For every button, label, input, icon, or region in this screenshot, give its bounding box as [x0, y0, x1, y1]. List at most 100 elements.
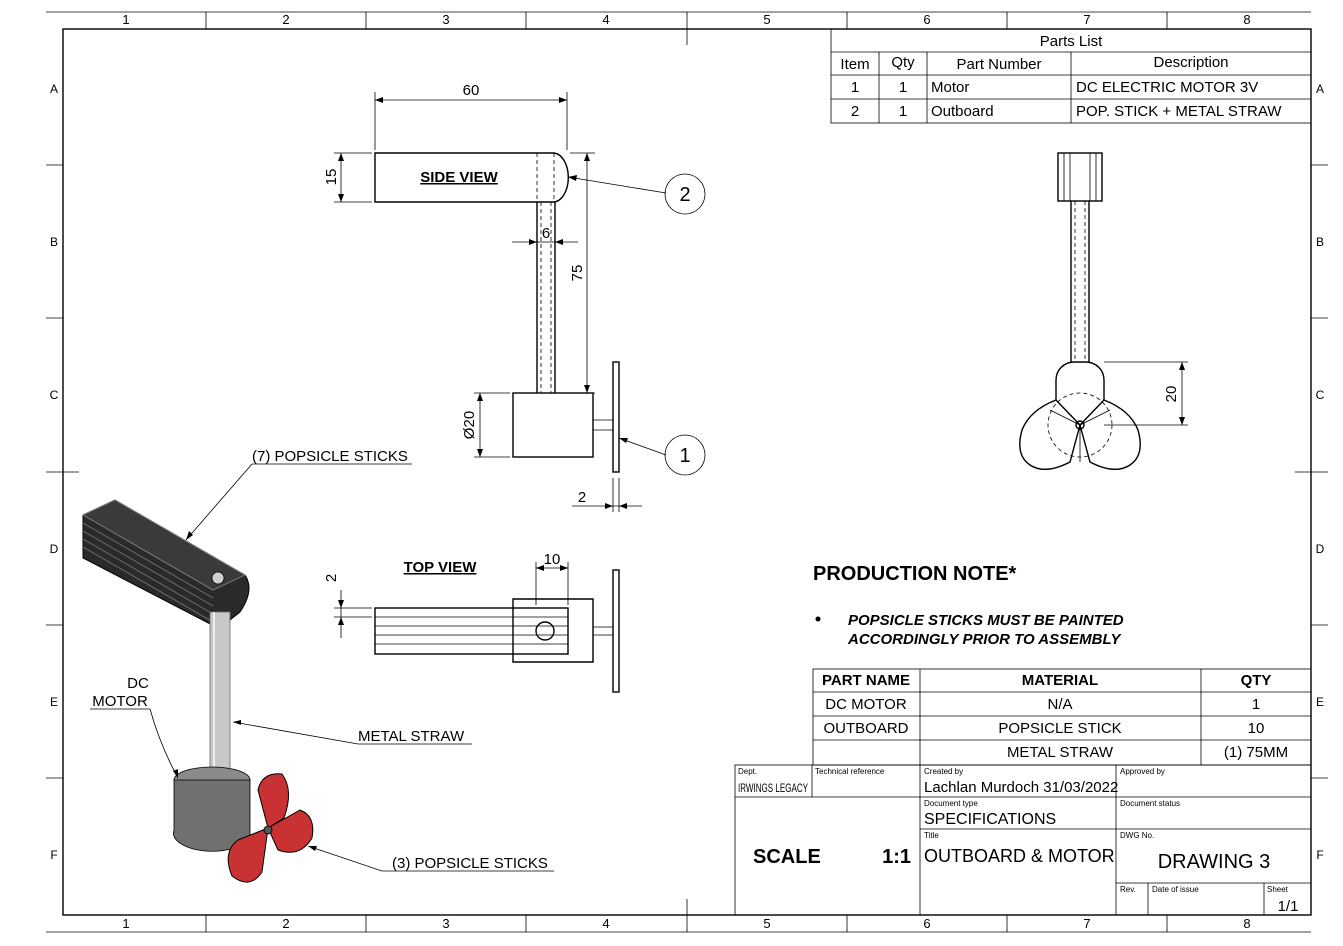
note-title: PRODUCTION NOTE*	[813, 563, 1017, 585]
col-label: 5	[763, 916, 770, 931]
materials-cell: POPSICLE STICK	[998, 720, 1121, 737]
tb-label: Approved by	[1120, 767, 1165, 776]
tb-dwgno: DRAWING 3	[1158, 851, 1271, 873]
front-view: 20	[1019, 152, 1188, 470]
row-label: F	[50, 848, 57, 862]
parts-header: Part Number	[956, 56, 1041, 73]
parts-cell: Outboard	[931, 103, 994, 120]
materials-cell: OUTBOARD	[823, 720, 908, 737]
materials-header: QTY	[1241, 672, 1272, 689]
tb-label: Sheet	[1267, 885, 1289, 894]
tb-sheet: 1/1	[1278, 898, 1299, 915]
col-label: 1	[122, 916, 129, 931]
materials-cell: (1) 75MM	[1224, 744, 1288, 761]
col-label: 6	[923, 916, 930, 931]
balloon-2: 2	[679, 184, 690, 206]
tb-label: DWG No.	[1120, 831, 1154, 840]
parts-header: Description	[1153, 54, 1228, 71]
dim-motor: Ø20	[461, 411, 478, 439]
note-line: POPSICLE STICKS MUST BE PAINTED	[848, 612, 1124, 629]
tb-label: Dept.	[738, 767, 757, 776]
parts-list-title: Parts List	[1040, 33, 1103, 50]
materials-header: MATERIAL	[1022, 672, 1098, 689]
col-label: 3	[442, 12, 449, 27]
col-label: 8	[1243, 916, 1250, 931]
col-label: 7	[1083, 12, 1090, 27]
dim-gap: 2	[578, 489, 586, 506]
col-label: 1	[122, 12, 129, 27]
tb-label: Created by	[924, 767, 963, 776]
label-straw: METAL STRAW	[358, 728, 465, 745]
title-block: Dept. IRWINGS LEGACY Technical reference…	[734, 764, 1312, 916]
row-label: D	[1316, 542, 1325, 556]
tb-created: Lachlan Murdoch 31/03/2022	[924, 779, 1118, 796]
col-label: 2	[282, 916, 289, 931]
parts-cell: DC ELECTRIC MOTOR 3V	[1076, 79, 1258, 96]
row-label: F	[1316, 848, 1323, 862]
top-view-title: TOP VIEW	[404, 559, 478, 576]
label-sticks-prop: (3) POPSICLE STICKS	[392, 855, 548, 872]
tb-label: Title	[924, 831, 939, 840]
dim-width: 60	[463, 82, 480, 99]
row-label: E	[50, 695, 58, 709]
materials-cell: METAL STRAW	[1007, 744, 1114, 761]
parts-header: Item	[840, 56, 869, 73]
tb-doctype: SPECIFICATIONS	[924, 811, 1056, 828]
row-label: C	[1316, 388, 1325, 402]
materials-cell: DC MOTOR	[825, 696, 907, 713]
materials-table: PART NAME MATERIAL QTY DC MOTOR N/A 1 OU…	[812, 668, 1312, 766]
parts-cell: Motor	[931, 79, 969, 96]
top-view: TOP VIEW 10 2	[323, 551, 620, 693]
label-motor: MOTOR	[92, 693, 148, 710]
col-label: 4	[602, 12, 609, 27]
col-label: 6	[923, 12, 930, 27]
side-view-title: SIDE VIEW	[420, 169, 498, 186]
tb-dept: IRWINGS LEGACY	[738, 781, 808, 795]
dim-slot: 10	[544, 551, 561, 568]
parts-cell: 1	[899, 103, 907, 120]
row-label: D	[50, 542, 59, 556]
materials-header: PART NAME	[822, 672, 910, 689]
production-note: PRODUCTION NOTE* POPSICLE STICKS MUST BE…	[813, 563, 1124, 648]
row-label: B	[1316, 235, 1324, 249]
side-view: SIDE VIEW	[323, 82, 706, 512]
row-label: A	[1316, 82, 1324, 96]
dim-thick: 2	[323, 574, 340, 582]
drawing-border: 1 2 3 4 5 6 7 8 1 2 3 4 5 6 7 8 A B C D …	[46, 11, 1328, 933]
label-sticks-top: (7) POPSICLE STICKS	[252, 448, 408, 465]
tb-label: Document type	[924, 799, 978, 808]
materials-cell: 10	[1248, 720, 1265, 737]
tb-title: OUTBOARD & MOTOR	[924, 846, 1115, 866]
parts-cell: POP. STICK + METAL STRAW	[1076, 103, 1282, 120]
col-label: 8	[1243, 12, 1250, 27]
parts-cell: 1	[899, 79, 907, 96]
row-label: A	[50, 82, 58, 96]
parts-cell: 1	[851, 79, 859, 96]
row-label: C	[50, 388, 59, 402]
materials-cell: 1	[1252, 696, 1260, 713]
dim-hub: 20	[1163, 386, 1180, 403]
tb-label: Date of issue	[1152, 885, 1199, 894]
tb-label: Rev.	[1120, 885, 1136, 894]
tb-scale: 1:1	[882, 846, 911, 868]
label-dc: DC	[127, 675, 149, 692]
dim-straw: 6	[542, 225, 550, 242]
isometric-model: (7) POPSICLE STICKS DC MOTOR METAL STRAW…	[82, 448, 554, 883]
col-label: 7	[1083, 916, 1090, 931]
parts-list-table: Parts List Item Qty Part Number Descript…	[830, 28, 1312, 124]
tb-label: Document status	[1120, 799, 1180, 808]
parts-cell: 2	[851, 103, 859, 120]
col-label: 4	[602, 916, 609, 931]
dim-height: 15	[323, 169, 340, 186]
note-line: ACCORDINGLY PRIOR TO ASSEMBLY	[847, 631, 1123, 648]
col-label: 3	[442, 916, 449, 931]
col-label: 5	[763, 12, 770, 27]
materials-cell: N/A	[1047, 696, 1072, 713]
row-label: B	[50, 235, 58, 249]
parts-header: Qty	[891, 54, 915, 71]
dim-length: 75	[569, 265, 586, 282]
tb-label: Technical reference	[815, 767, 885, 776]
row-label: E	[1316, 695, 1324, 709]
balloon-1: 1	[679, 445, 690, 467]
